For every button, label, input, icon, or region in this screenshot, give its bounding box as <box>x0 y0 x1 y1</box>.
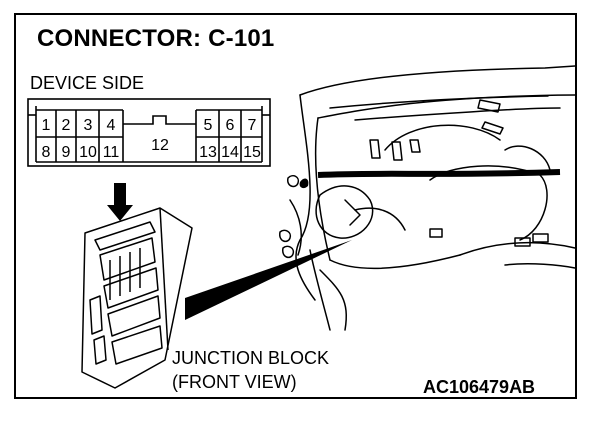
pin-12: 12 <box>151 137 169 154</box>
connector-pins: 1 2 3 4 5 6 7 8 9 10 11 12 13 14 15 <box>42 117 261 161</box>
pin-10: 10 <box>79 144 97 161</box>
connector-housing <box>27 98 271 167</box>
junction-block-label: JUNCTION BLOCK <box>172 348 330 368</box>
grommet <box>299 178 309 189</box>
pin-6: 6 <box>226 117 235 134</box>
pin-1: 1 <box>42 117 51 134</box>
connector-latch <box>123 115 196 125</box>
pin-2: 2 <box>62 117 71 134</box>
leader-wedge <box>185 240 352 320</box>
front-view-label: (FRONT VIEW) <box>172 372 297 392</box>
pin-11: 11 <box>103 144 120 161</box>
pin-5: 5 <box>204 117 213 134</box>
pin-4: 4 <box>107 117 116 134</box>
dashboard-drawing <box>279 65 576 331</box>
pin-9: 9 <box>62 144 71 161</box>
junction-block-drawing <box>81 207 193 389</box>
figure-code: AC106479AB <box>423 377 536 397</box>
connector-c101 <box>27 98 271 167</box>
main-harness <box>317 169 561 178</box>
pin-8: 8 <box>42 144 51 161</box>
pin-14: 14 <box>221 144 239 161</box>
pin-3: 3 <box>84 117 93 134</box>
pin-15: 15 <box>243 144 261 161</box>
pin-13: 13 <box>199 144 217 161</box>
arrow-icon <box>107 183 133 221</box>
page-title: CONNECTOR: C-101 <box>37 25 275 52</box>
pin-7: 7 <box>248 117 257 134</box>
device-side-label: DEVICE SIDE <box>30 73 145 93</box>
